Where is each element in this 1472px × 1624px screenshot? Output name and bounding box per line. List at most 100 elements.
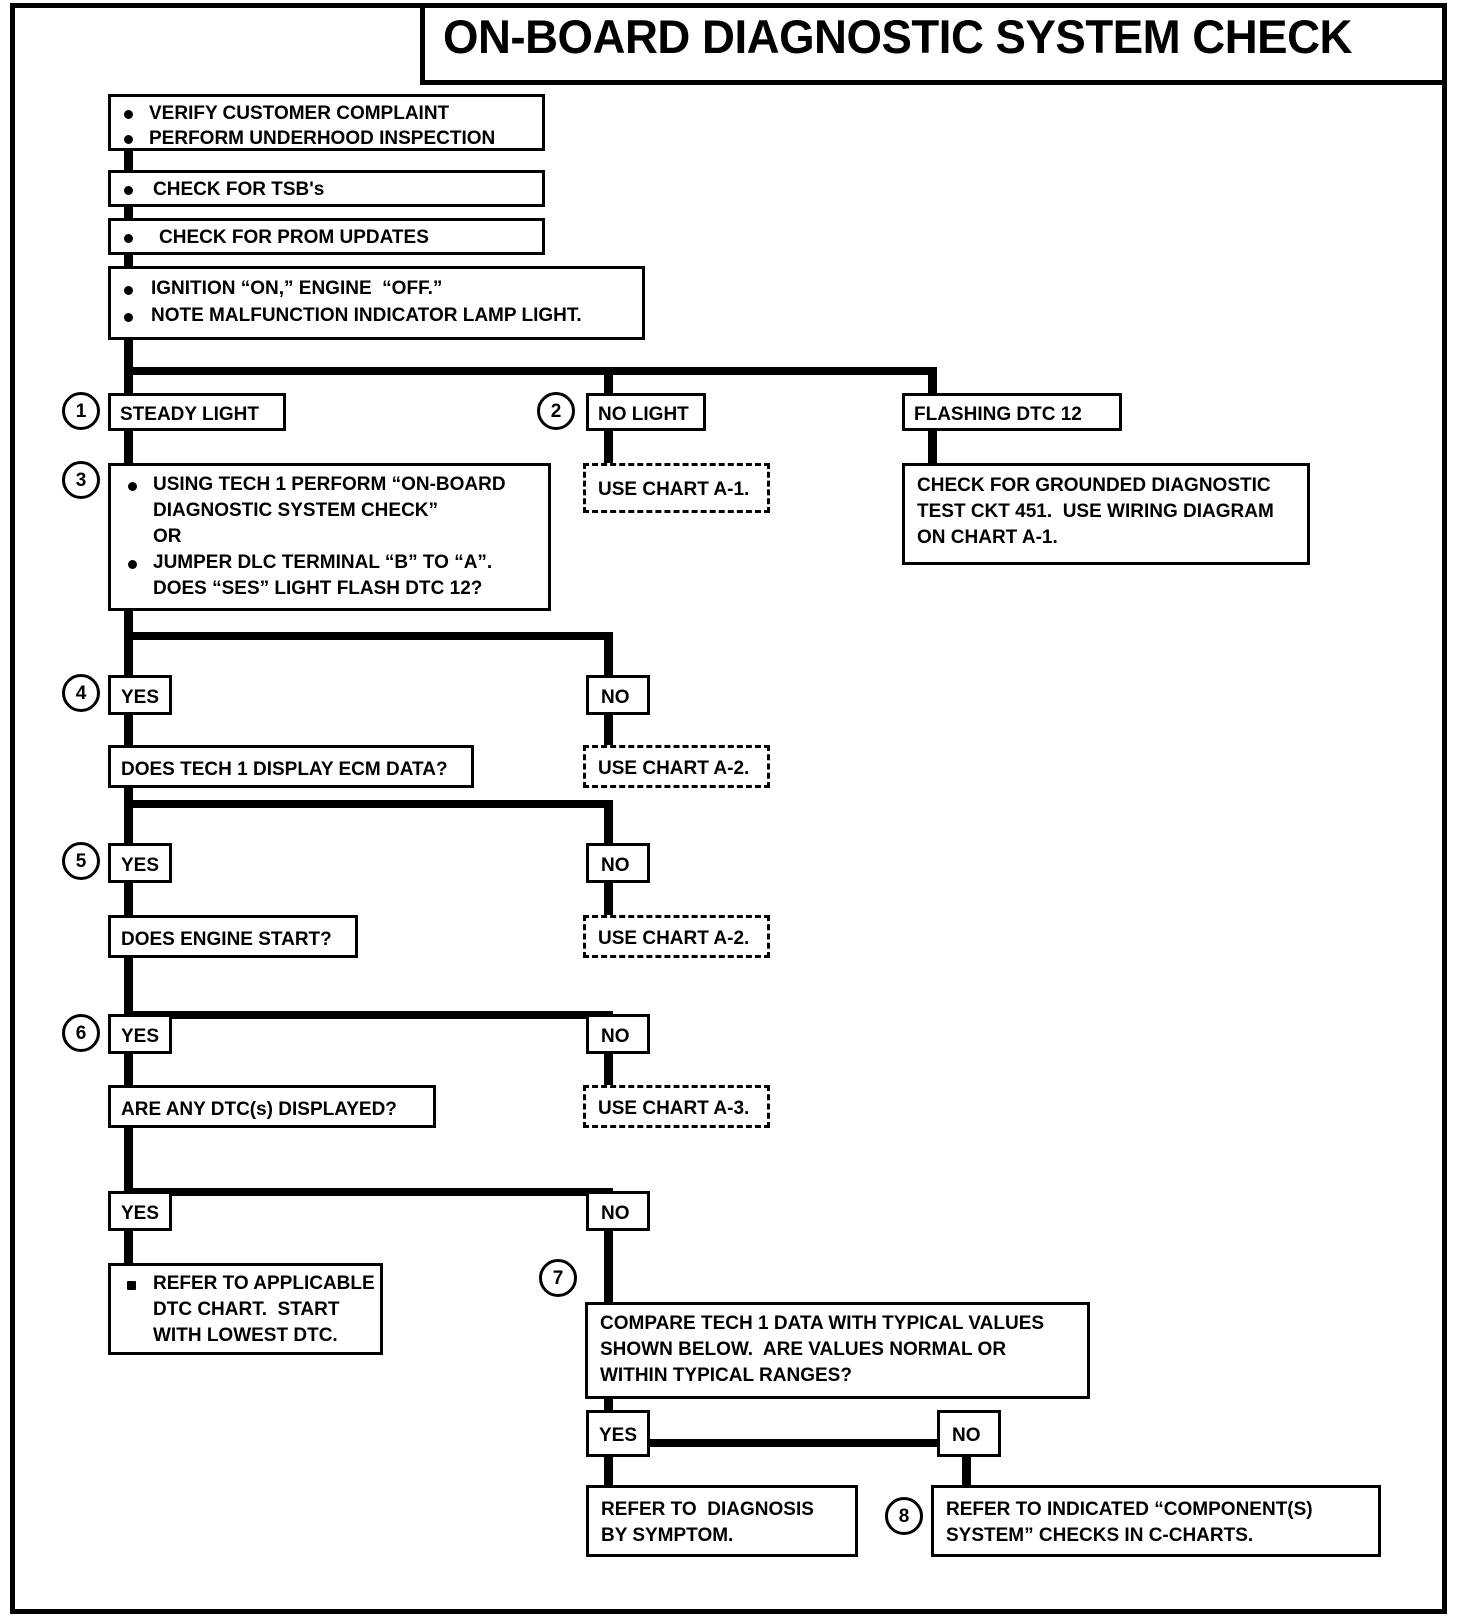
yes-label: YES xyxy=(121,855,160,876)
no-box-step5: NO xyxy=(586,843,650,883)
no-light-box: NO LIGHT xyxy=(586,393,706,431)
no-box-step7: NO xyxy=(937,1410,1001,1457)
use-chart-a3-label: USE CHART A-3. xyxy=(598,1098,750,1119)
bullet-icon xyxy=(124,135,133,144)
connector-engine-down xyxy=(124,956,133,1018)
bullet-icon xyxy=(128,482,137,491)
yes-label: YES xyxy=(121,687,160,708)
connector-verify-to-tsb xyxy=(124,148,133,174)
no-box-final-dtc: NO xyxy=(586,1191,650,1231)
connector-dtcs-down xyxy=(124,1126,133,1192)
dtcs-displayed-question-box: ARE ANY DTC(s) DISPLAYED? xyxy=(108,1085,436,1128)
yes-box-step5: YES xyxy=(108,843,172,883)
branch-drop-nolight xyxy=(604,367,613,395)
bullet-icon xyxy=(127,1281,136,1290)
refer-symptom-line1: REFER TO DIAGNOSIS xyxy=(601,1499,814,1520)
branch-bus-horizontal xyxy=(124,367,937,375)
step3-line2: DIAGNOSTIC SYSTEM CHECK” xyxy=(153,500,439,521)
connector-step3-down xyxy=(124,609,133,677)
refer-ccharts-line2: SYSTEM” CHECKS IN C-CHARTS. xyxy=(946,1525,1254,1546)
verify-complaint-box: VERIFY CUSTOMER COMPLAINT PERFORM UNDERH… xyxy=(108,94,545,151)
grounded-line3: ON CHART A-1. xyxy=(917,527,1058,548)
bus-dtcs-yes-no xyxy=(124,1188,613,1196)
connector-yes6-down xyxy=(124,1052,133,1086)
drop-ecm-no xyxy=(604,800,613,846)
use-chart-a2-label-2: USE CHART A-2. xyxy=(598,928,750,949)
use-chart-a1-label: USE CHART A-1. xyxy=(598,479,750,500)
no-label: NO xyxy=(601,1203,630,1224)
ecm-data-question-box: DOES TECH 1 DISPLAY ECM DATA? xyxy=(108,745,474,788)
no-label: NO xyxy=(601,855,630,876)
refer-dtc-chart-box: REFER TO APPLICABLE DTC CHART. START WIT… xyxy=(108,1263,383,1355)
bullet-icon xyxy=(124,186,133,195)
step7-compare-values-box: COMPARE TECH 1 DATA WITH TYPICAL VALUES … xyxy=(585,1302,1090,1399)
page-border xyxy=(10,3,1447,1614)
callout-6: 6 xyxy=(62,1014,100,1052)
ignition-on-text: IGNITION “ON,” ENGINE “OFF.” xyxy=(151,278,443,299)
ecm-data-question-text: DOES TECH 1 DISPLAY ECM DATA? xyxy=(121,759,448,780)
callout-2: 2 xyxy=(537,392,575,430)
bus-step3-yes-no xyxy=(124,632,613,640)
no-label: NO xyxy=(601,687,630,708)
connector-tsb-to-prom xyxy=(124,204,133,220)
callout-5: 5 xyxy=(62,842,100,880)
connector-yes7-down xyxy=(604,1455,613,1487)
connector-ecm-down xyxy=(124,786,133,846)
check-tsb-text: CHECK FOR TSB's xyxy=(153,179,325,200)
callout-1: 1 xyxy=(62,392,100,430)
flashing-dtc-label: FLASHING DTC 12 xyxy=(914,404,1082,425)
steady-light-label: STEADY LIGHT xyxy=(120,404,259,425)
yes-label: YES xyxy=(121,1026,160,1047)
refer-ccharts-line1: REFER TO INDICATED “COMPONENT(S) xyxy=(946,1499,1313,1520)
connector-steady-to-step3 xyxy=(124,429,133,465)
callout-8: 8 xyxy=(885,1497,923,1535)
check-prom-text: CHECK FOR PROM UPDATES xyxy=(159,227,429,248)
use-chart-a2-label-1: USE CHART A-2. xyxy=(598,758,750,779)
bullet-icon xyxy=(124,313,133,322)
connector-yes5-down xyxy=(124,881,133,915)
step7-line1: COMPARE TECH 1 DATA WITH TYPICAL VALUES xyxy=(600,1313,1045,1334)
branch-trunk-vertical xyxy=(124,338,133,374)
use-chart-a2-box-1: USE CHART A-2. xyxy=(583,745,770,788)
step3-line3-or: OR xyxy=(153,526,182,547)
connector-no4-down xyxy=(604,713,613,747)
use-chart-a2-box-2: USE CHART A-2. xyxy=(583,915,770,958)
step3-line1: USING TECH 1 PERFORM “ON-BOARD xyxy=(153,474,506,495)
step7-line3: WITHIN TYPICAL RANGES? xyxy=(600,1365,852,1386)
yes-label: YES xyxy=(599,1425,638,1446)
drop-step3-no xyxy=(604,632,613,677)
grounded-line2: TEST CKT 451. USE WIRING DIAGRAM xyxy=(917,501,1274,522)
use-chart-a1-box: USE CHART A-1. xyxy=(583,463,770,513)
steady-light-box: STEADY LIGHT xyxy=(108,393,286,431)
no-box-step6: NO xyxy=(586,1014,650,1054)
step3-line4: JUMPER DLC TERMINAL “B” TO “A”. xyxy=(153,552,493,573)
underhood-inspection-text: PERFORM UNDERHOOD INSPECTION xyxy=(149,128,496,149)
yes-box-final-dtc: YES xyxy=(108,1191,172,1231)
connector-final-yes-down xyxy=(124,1229,133,1265)
grounded-diagnostic-box: CHECK FOR GROUNDED DIAGNOSTIC TEST CKT 4… xyxy=(902,463,1310,565)
step3-tech1-box: USING TECH 1 PERFORM “ON-BOARD DIAGNOSTI… xyxy=(108,463,551,611)
refer-diagnosis-symptom-box: REFER TO DIAGNOSIS BY SYMPTOM. xyxy=(586,1485,858,1557)
bullet-icon xyxy=(124,286,133,295)
callout-4: 4 xyxy=(62,674,100,712)
connector-nolight-to-chart-a1 xyxy=(604,429,613,465)
bullet-icon xyxy=(128,560,137,569)
callout-7: 7 xyxy=(539,1259,577,1297)
connector-no7-down xyxy=(962,1455,971,1487)
branch-drop-steady xyxy=(124,367,133,395)
step3-line5: DOES “SES” LIGHT FLASH DTC 12? xyxy=(153,578,483,599)
grounded-line1: CHECK FOR GROUNDED DIAGNOSTIC xyxy=(917,475,1271,496)
no-box-step4: NO xyxy=(586,675,650,715)
bullet-icon xyxy=(124,110,133,119)
yes-box-step4: YES xyxy=(108,675,172,715)
title-banner: ON-BOARD DIAGNOSTIC SYSTEM CHECK xyxy=(420,3,1447,85)
bus-step7-yes-no xyxy=(604,1439,971,1447)
no-label: NO xyxy=(952,1425,981,1446)
yes-box-step7: YES xyxy=(586,1410,650,1457)
yes-box-step6: YES xyxy=(108,1014,172,1054)
no-label: NO xyxy=(601,1026,630,1047)
connector-prom-to-ignition xyxy=(124,252,133,270)
use-chart-a3-box: USE CHART A-3. xyxy=(583,1085,770,1128)
refer-dtc-line3: WITH LOWEST DTC. xyxy=(153,1325,338,1346)
